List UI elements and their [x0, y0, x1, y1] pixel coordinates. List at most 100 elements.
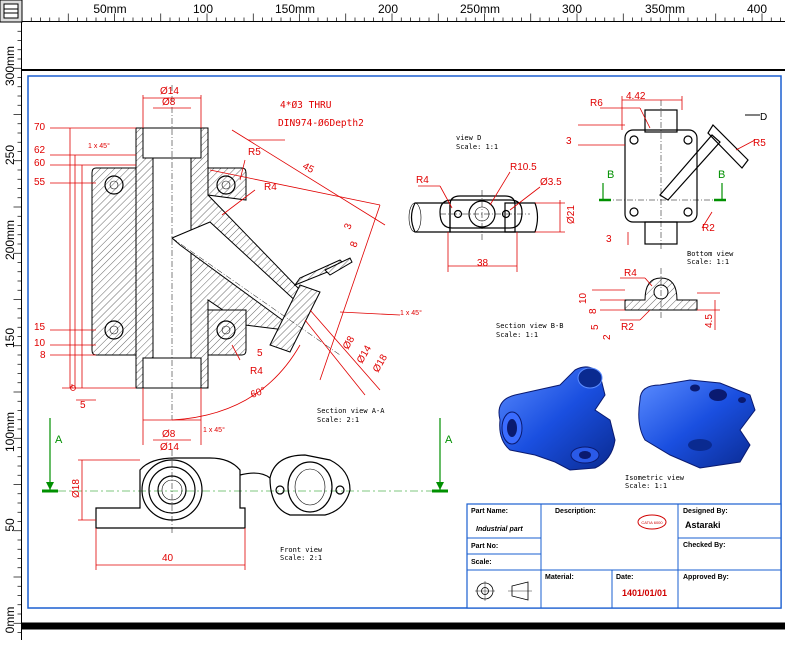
scale-label: Scale:	[471, 559, 492, 566]
bb-r2: R2	[621, 322, 634, 333]
part-no-label: Part No:	[471, 543, 498, 550]
section-bb-dimensions: R4 10 8 5 2 R2 4.5 Section view B-B Scal…	[496, 268, 720, 340]
dim-chamfer-right: 1 x 45°	[400, 309, 422, 317]
top-ruler-label: 100	[193, 2, 213, 16]
dim-8: 8	[40, 350, 46, 361]
dim-5-mid: 5	[257, 348, 263, 359]
dim-chamfer-top: 1 x 45°	[88, 142, 110, 150]
main-section-view[interactable]	[91, 85, 353, 420]
projection-symbol-icon	[475, 581, 532, 601]
view-d-scale: Scale: 1:1	[456, 143, 498, 151]
section-a-markers: A A	[42, 418, 453, 493]
bb-8: 8	[588, 308, 599, 314]
top-ruler-label: 250mm	[460, 2, 500, 16]
view-d-phi21: Ø21	[566, 205, 577, 224]
top-ruler-label: 300	[562, 2, 582, 16]
dim-phi14-diag: Ø14	[355, 343, 374, 365]
dim-60deg: 60°	[249, 385, 267, 401]
front-view-label: Front view	[280, 546, 323, 554]
view-d-38: 38	[477, 258, 489, 269]
designed-by-value[interactable]: Astaraki	[685, 520, 721, 530]
isometric-view-scale: Scale: 1:1	[625, 482, 667, 490]
left-ruler-label: 0mm	[3, 607, 17, 634]
ruler-corner-icon[interactable]	[0, 0, 23, 23]
bottom-3-top: 3	[566, 136, 572, 147]
left-ruler[interactable]: 300mm 250 200mm 150 100mm 50 0mm	[0, 21, 22, 640]
bottom-view-dimensions: R6 4.42 3 3 R5 R2 Bottom view Scale: 1:1	[566, 91, 766, 266]
main-dimensions	[50, 95, 401, 445]
view-d-dimensions: R4 R10.5 Ø3.5 Ø21 38 view D Scale: 1:1	[416, 134, 577, 272]
isometric-model-2[interactable]	[638, 379, 756, 469]
designed-by-label: Designed By:	[683, 508, 728, 515]
view-d-r4: R4	[416, 175, 429, 186]
drawing-frame	[27, 75, 782, 609]
dim-45: 45	[301, 161, 316, 176]
view-d[interactable]	[408, 190, 539, 240]
checked-by-label: Checked By:	[683, 542, 725, 549]
dim-5-left: 5	[80, 400, 86, 411]
top-ruler-label: 200	[378, 2, 398, 16]
bottom-r5: R5	[753, 138, 766, 149]
din-note: DIN974-Ø6Depth2	[278, 118, 364, 129]
bottom-view[interactable]	[605, 100, 749, 250]
bottom-view-section-marks: B B D	[599, 112, 767, 202]
dim-chamfer-bottom: 1 x 45°	[203, 426, 225, 434]
dim-70: 70	[34, 122, 46, 133]
dim-r5: R5	[248, 147, 261, 158]
section-bb-scale: Scale: 1:1	[496, 331, 538, 339]
front-view[interactable]	[95, 450, 351, 535]
bottom-4-42: 4.42	[626, 91, 646, 102]
left-ruler-label: 50	[3, 518, 17, 532]
dim-phi14-top: Ø14	[160, 86, 179, 97]
top-ruler-label: 350mm	[645, 2, 685, 16]
top-ruler-label: 50mm	[93, 2, 126, 16]
view-d-label: view D	[456, 134, 481, 142]
left-ruler-label: 200mm	[3, 220, 17, 260]
title-block[interactable]: Part Name: Industrial part Description: …	[466, 503, 782, 609]
section-bb-view[interactable]	[624, 268, 698, 318]
bottom-3-bot: 3	[606, 234, 612, 245]
bb-4-5: 4.5	[704, 314, 715, 328]
isometric-model-1[interactable]	[498, 366, 616, 471]
dim-8-angle: 8	[348, 240, 360, 249]
date-label: Date:	[616, 574, 634, 581]
material-label: Material:	[545, 574, 574, 581]
section-a-left-label: A	[55, 434, 63, 446]
section-aa-label: Section view A-A	[317, 407, 385, 415]
section-a-right-label: A	[445, 434, 453, 446]
dim-r4-bottom: R4	[250, 366, 263, 377]
part-name-label: Part Name:	[471, 508, 508, 515]
main-dimension-labels: Ø14 Ø8 70 62 60 55 1 x 45° R5 R4 45 3 8 …	[34, 86, 422, 453]
isometric-view-label: Isometric view	[625, 474, 685, 482]
dim-62: 62	[34, 145, 46, 156]
date-value[interactable]: 1401/01/01	[622, 588, 667, 598]
bb-2: 2	[602, 334, 613, 340]
left-ruler-label: 300mm	[3, 46, 17, 86]
bb-r4: R4	[624, 268, 637, 279]
dim-origin-marker	[70, 385, 76, 391]
svg-text:CATIA 6000: CATIA 6000	[641, 520, 663, 525]
dim-55: 55	[34, 177, 46, 188]
dim-phi8-bottom: Ø8	[162, 429, 176, 440]
bb-10: 10	[578, 292, 589, 304]
left-ruler-label: 100mm	[3, 412, 17, 452]
front-view-scale: Scale: 2:1	[280, 554, 322, 562]
section-b-right-label: B	[718, 169, 725, 181]
dim-phi14-bottom: Ø14	[160, 442, 179, 453]
description-label: Description:	[555, 508, 596, 515]
part-name-value[interactable]: Industrial part	[476, 526, 523, 533]
front-40: 40	[162, 553, 174, 564]
bottom-r6: R6	[590, 98, 603, 109]
dim-60: 60	[34, 158, 46, 169]
thru-note: 4*Ø3 THRU	[280, 100, 332, 111]
top-ruler[interactable]: 50mm 100 150mm 200 250mm 300 350mm 400	[0, 0, 785, 22]
left-ruler-label: 150	[3, 328, 17, 348]
company-logo-icon: CATIA 6000	[637, 514, 667, 530]
dim-10: 10	[34, 338, 46, 349]
dim-r4-top: R4	[264, 182, 277, 193]
bottom-view-label: Bottom view	[687, 250, 734, 258]
dim-phi18-diag: Ø18	[371, 352, 390, 374]
dim-3: 3	[342, 222, 354, 231]
